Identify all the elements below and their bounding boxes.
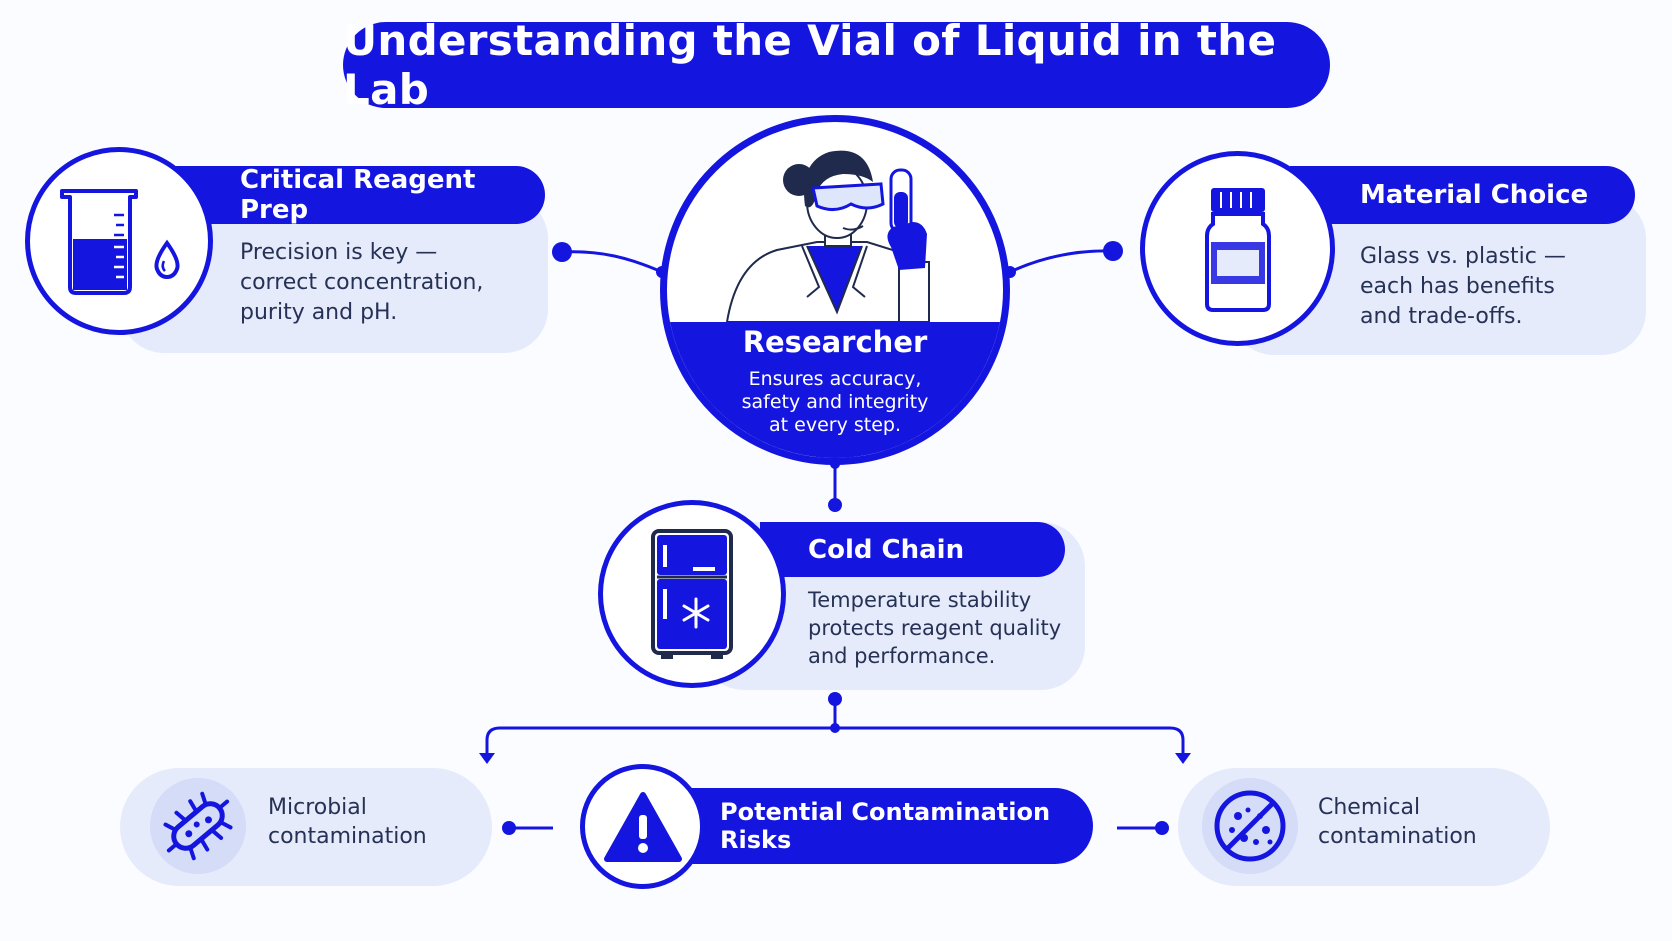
vial-icon: [1204, 187, 1271, 312]
researcher-band: [667, 322, 1003, 458]
bacteria-icon: [163, 791, 233, 861]
cold-chain-icon-circle: [598, 500, 786, 688]
microbial-label: Microbial contamination: [268, 793, 427, 851]
reagent-prep-title-text: Critical Reagent Prep: [240, 165, 476, 225]
material-choice-description: Glass vs. plastic — each has benefits an…: [1360, 242, 1566, 332]
material-choice-line: each has benefits: [1360, 274, 1555, 299]
contamination-title: Potential Contamination Risks: [660, 788, 1093, 864]
microbial-line: contamination: [268, 824, 427, 849]
reagent-prep-title: Critical Reagent Prep: [175, 165, 545, 225]
reagent-prep-line: Precision is key —: [240, 240, 438, 265]
reagent-prep-line: correct concentration,: [240, 270, 484, 295]
researcher-line: safety and integrity: [741, 391, 929, 413]
cold-chain-line: Temperature stability: [808, 588, 1032, 612]
material-choice-line: Glass vs. plastic —: [1360, 244, 1566, 269]
warning-icon: [603, 791, 682, 862]
researcher-line: at every step.: [769, 414, 901, 436]
reagent-prep-icon-circle: [25, 147, 213, 335]
reagent-prep-line: purity and pH.: [240, 300, 398, 325]
material-choice-title-text: Material Choice: [1360, 180, 1589, 210]
chemical-line: contamination: [1318, 824, 1477, 849]
cold-chain-line: protects reagent quality: [808, 616, 1062, 640]
material-choice-title: Material Choice: [1290, 166, 1635, 224]
researcher-illustration-icon: [725, 150, 930, 323]
material-choice-icon-circle: [1140, 151, 1335, 346]
cold-chain-line: and performance.: [808, 644, 996, 668]
refrigerator-icon: [651, 529, 733, 659]
contamination-title-text: Potential Contamination Risks: [720, 798, 1051, 854]
cold-chain-title: Cold Chain: [760, 522, 1065, 577]
researcher-node: Researcher Ensures accuracy, safety and …: [660, 115, 1010, 465]
page-title: Understanding the Vial of Liquid in the …: [343, 16, 1330, 114]
contamination-icon-circle: [580, 764, 705, 889]
researcher-title: Researcher: [742, 325, 928, 359]
material-choice-line: and trade-offs.: [1360, 304, 1523, 329]
researcher-description: Ensures accuracy, safety and integrity a…: [667, 368, 1003, 437]
cold-chain-description: Temperature stability protects reagent q…: [808, 586, 1061, 670]
no-chemicals-icon: [1214, 790, 1286, 862]
microbial-line: Microbial: [268, 795, 367, 820]
chemical-line: Chemical: [1318, 795, 1421, 820]
researcher-line: Ensures accuracy,: [748, 368, 922, 390]
chemical-label: Chemical contamination: [1318, 793, 1477, 851]
cold-chain-title-text: Cold Chain: [808, 534, 965, 565]
reagent-prep-description: Precision is key — correct concentration…: [240, 238, 483, 328]
beaker-icon: [60, 189, 180, 295]
